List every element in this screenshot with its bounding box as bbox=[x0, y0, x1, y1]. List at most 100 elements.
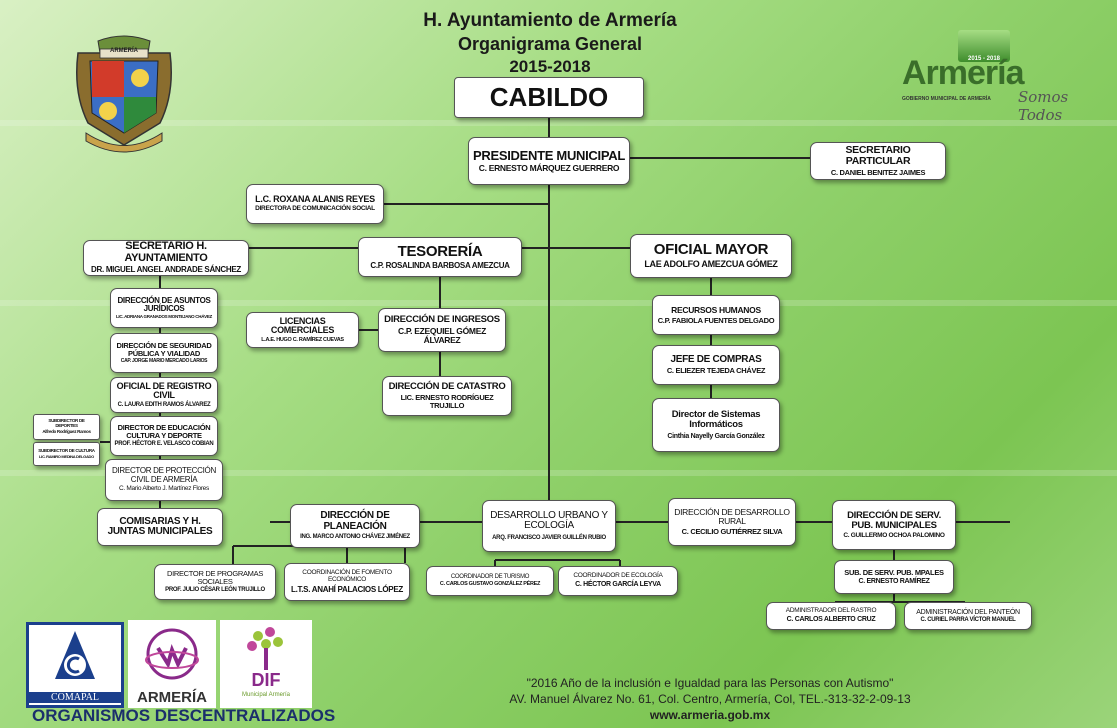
tesoreria-name: C.P. ROSALINDA BARBOSA AMEZCUA bbox=[370, 260, 510, 270]
comunicacion-name: L.C. ROXANA ALANIS REYES bbox=[255, 193, 375, 204]
desarrollo-urbano-name: ARQ. FRANCISCO JAVIER GUILLÉN RUBIO bbox=[492, 534, 606, 541]
bg-stripe bbox=[0, 470, 1117, 476]
oficial-mayor-title: OFICIAL MAYOR bbox=[653, 241, 769, 259]
sistemas-box: Director de Sistemas Informáticos Cinthi… bbox=[652, 398, 780, 452]
ingresos-name: C.P. EZEQUIEL GÓMEZ ÁLVAREZ bbox=[398, 326, 486, 345]
water-drop-icon bbox=[55, 631, 95, 679]
turismo-box: COORDINADOR DE TURISMO C. CARLOS GUSTAVO… bbox=[426, 566, 554, 596]
header-title: H. Ayuntamiento de Armería bbox=[423, 10, 677, 31]
subdirector-deportes-title: SUBDIRECTOR DE DEPORTES bbox=[48, 418, 85, 429]
cabildo-box: CABILDO bbox=[454, 77, 644, 118]
sub-servicios-box: SUB. DE SERV. PUB. MPALES C. ERNESTO RAM… bbox=[834, 560, 954, 594]
catastro-name: LIC. ERNESTO RODRÍGUEZ TRUJILLO bbox=[400, 393, 494, 410]
footer-motto: "2016 Año de la inclusión e Igualdad par… bbox=[526, 676, 894, 690]
subdirector-cultura-box: SUBDIRECTOR DE CULTURA LIC. RAMIRO MEDIN… bbox=[33, 442, 100, 466]
comunicacion-box: L.C. ROXANA ALANIS REYES DIRECTORA DE CO… bbox=[246, 184, 384, 224]
presidente-box: PRESIDENTE MUNICIPAL C. ERNESTO MÁRQUEZ … bbox=[468, 137, 630, 185]
comisarias-box: COMISARIAS Y H. JUNTAS MUNICIPALES bbox=[97, 508, 223, 546]
oficial-mayor-box: OFICIAL MAYOR LAE ADOLFO AMEZCUA GÓMEZ bbox=[630, 234, 792, 278]
footer-address: AV. Manuel Álvarez No. 61, Col. Centro, … bbox=[509, 692, 911, 706]
armeria-logo: 2015 - 2018 Armería GOBIERNO MUNICIPAL D… bbox=[898, 20, 1098, 124]
secretario-ayuntamiento-name: DR. MIGUEL ANGEL ANDRADE SÁNCHEZ bbox=[91, 265, 241, 275]
oficial-mayor-name: LAE ADOLFO AMEZCUA GÓMEZ bbox=[644, 259, 778, 270]
desarrollo-rural-box: DIRECCIÓN DE DESARROLLO RURAL C. CECILIO… bbox=[668, 498, 796, 546]
desarrollo-rural-title: DIRECCIÓN DE DESARROLLO RURAL bbox=[674, 507, 790, 527]
catastro-box: DIRECCIÓN DE CATASTRO LIC. ERNESTO RODRÍ… bbox=[382, 376, 512, 416]
comapal-label: COMAPAL bbox=[29, 692, 121, 703]
organismos-label: ORGANISMOS DESCENTRALIZADOS bbox=[32, 706, 336, 725]
proteccion-civil-name: C. Mario Alberto J. Martínez Flores bbox=[119, 484, 209, 492]
educacion-name: PROF. HÉCTOR E. VELASCO COBIAN bbox=[114, 441, 214, 448]
recursos-humanos-box: RECURSOS HUMANOS C.P. FABIOLA FUENTES DE… bbox=[652, 295, 780, 335]
rastro-title: ADMINISTRADOR DEL RASTRO bbox=[785, 607, 877, 615]
comisarias-title: COMISARIAS Y H. JUNTAS MUNICIPALES bbox=[107, 515, 213, 537]
presidente-name: C. ERNESTO MÁRQUEZ GUERRERO bbox=[478, 163, 620, 174]
sub-servicios-title: SUB. DE SERV. PUB. MPALES bbox=[844, 567, 944, 577]
desarrollo-rural-name: C. CECILIO GUTIÉRREZ SILVA bbox=[681, 526, 783, 536]
fomento-economico-title: COORDINACIÓN DE FOMENTO ECONÓMICO bbox=[302, 568, 392, 583]
catastro-title: DIRECCIÓN DE CATASTRO bbox=[388, 381, 506, 393]
panteon-title: ADMINISTRACIÓN DEL PANTEÓN bbox=[916, 608, 1020, 616]
compras-box: JEFE DE COMPRAS C. ELIEZER TEJEDA CHÁVEZ bbox=[652, 345, 780, 385]
secretario-particular-box: SECRETARIO PARTICULAR C. DANIEL BENITEZ … bbox=[810, 142, 946, 180]
women-institute-icon bbox=[145, 628, 199, 680]
seguridad-title: DIRECCIÓN DE SEGURIDAD PÚBLICA Y VIALIDA… bbox=[116, 341, 212, 358]
tesoreria-box: TESORERÍA C.P. ROSALINDA BARBOSA AMEZCUA bbox=[358, 237, 522, 277]
sistemas-title: Director de Sistemas Informáticos bbox=[671, 408, 761, 430]
planeacion-name: ING. MARCO ANTONIO CHÁVEZ JIMÉNEZ bbox=[300, 534, 410, 541]
logo-badge: 2015 - 2018 bbox=[958, 30, 1010, 62]
rastro-box: ADMINISTRADOR DEL RASTRO C. CARLOS ALBER… bbox=[766, 602, 896, 630]
header-subtitle: Organigrama General bbox=[457, 34, 643, 54]
educacion-title: DIRECTOR DE EDUCACIÓN CULTURA Y DEPORTE bbox=[117, 423, 211, 441]
secretario-particular-name: C. DANIEL BENITEZ JAIMES bbox=[830, 168, 926, 178]
educacion-box: DIRECTOR DE EDUCACIÓN CULTURA Y DEPORTE … bbox=[110, 416, 218, 456]
planeacion-title: DIRECCIÓN DE PLANEACIÓN bbox=[320, 510, 390, 532]
tesoreria-title: TESORERÍA bbox=[397, 242, 483, 260]
proteccion-civil-title: DIRECTOR DE PROTECCIÓN CIVIL DE ARMERÍA bbox=[112, 466, 216, 484]
subdirector-deportes-name: Alfredo Rodríguez Ramos bbox=[42, 428, 91, 434]
compras-title: JEFE DE COMPRAS bbox=[670, 353, 762, 365]
registro-civil-name: C. LAURA EDITH RAMOS ÁLVAREZ bbox=[117, 401, 211, 408]
ecologia-name: C. HÉCTOR GARCÍA LEYVA bbox=[575, 581, 661, 589]
sistemas-name: Cinthia Nayelly García González bbox=[667, 432, 765, 440]
desarrollo-urbano-title: DESARROLLO URBANO Y ECOLOGÍA bbox=[490, 509, 608, 532]
subdirector-deportes-box: SUBDIRECTOR DE DEPORTES Alfredo Rodrígue… bbox=[33, 414, 100, 440]
ecologia-box: COORDINADOR DE ECOLOGÍA C. HÉCTOR GARCÍA… bbox=[558, 566, 678, 596]
programas-sociales-box: DIRECTOR DE PROGRAMAS SOCIALES PROF. JUL… bbox=[154, 564, 276, 600]
coat-of-arms-logo: ARMERÍA bbox=[68, 33, 180, 153]
subdirector-cultura-name: LIC. RAMIRO MEDINA DELGADO bbox=[39, 453, 94, 459]
seguridad-box: DIRECCIÓN DE SEGURIDAD PÚBLICA Y VIALIDA… bbox=[110, 333, 218, 373]
mujeres-label: ARMERÍA bbox=[137, 689, 207, 706]
footer-web: www.armeria.gob.mx bbox=[649, 708, 771, 722]
header-years: 2015-2018 bbox=[509, 57, 591, 76]
secretario-ayuntamiento-box: SECRETARIO H. AYUNTAMIENTO DR. MIGUEL AN… bbox=[83, 240, 249, 276]
servicios-publicos-box: DIRECCIÓN DE SERV. PUB. MUNICIPALES C. G… bbox=[832, 500, 956, 550]
panteon-name: C. CURIEL PARRA VÍCTOR MANUEL bbox=[920, 617, 1016, 624]
secretario-ayuntamiento-title: SECRETARIO H. AYUNTAMIENTO bbox=[124, 240, 208, 264]
proteccion-civil-box: DIRECTOR DE PROTECCIÓN CIVIL DE ARMERÍA … bbox=[105, 459, 223, 501]
compras-name: C. ELIEZER TEJEDA CHÁVEZ bbox=[666, 366, 766, 376]
subdirector-cultura-title: SUBDIRECTOR DE CULTURA bbox=[38, 448, 95, 454]
programas-sociales-name: PROF. JULIO CÉSAR LEÓN TRUJILLO bbox=[165, 587, 265, 594]
juridicos-box: DIRECCIÓN DE ASUNTOS JURÍDICOS LIC. ADRI… bbox=[110, 288, 218, 328]
dif-tree-icon bbox=[247, 627, 283, 670]
cabildo-title: CABILDO bbox=[489, 81, 609, 112]
dif-label: DIF bbox=[251, 670, 281, 690]
logo-sub: GOBIERNO MUNICIPAL DE ARMERÍA bbox=[902, 96, 991, 102]
sub-servicios-name: C. ERNESTO RAMÍREZ bbox=[858, 577, 930, 585]
fomento-economico-box: COORDINACIÓN DE FOMENTO ECONÓMICO L.T.S.… bbox=[284, 563, 410, 601]
programas-sociales-title: DIRECTOR DE PROGRAMAS SOCIALES bbox=[166, 569, 264, 587]
panteon-box: ADMINISTRACIÓN DEL PANTEÓN C. CURIEL PAR… bbox=[904, 602, 1032, 630]
logo-word: Armería bbox=[902, 54, 1025, 92]
servicios-publicos-name: C. GUILLERMO OCHOA PALOMINO bbox=[843, 531, 945, 539]
comapal-logo: COMAPAL bbox=[26, 622, 124, 708]
licencias-box: LICENCIAS COMERCIALES L.A.E. HUGO C. RAM… bbox=[246, 312, 359, 348]
desarrollo-urbano-box: DESARROLLO URBANO Y ECOLOGÍA ARQ. FRANCI… bbox=[482, 500, 616, 552]
registro-civil-box: OFICIAL DE REGISTRO CIVIL C. LAURA EDITH… bbox=[110, 377, 218, 413]
shield-icon bbox=[76, 35, 172, 153]
registro-civil-title: OFICIAL DE REGISTRO CIVIL bbox=[116, 380, 212, 401]
logo-slogan: Somos Todos bbox=[1018, 88, 1069, 124]
ingresos-title: DIRECCIÓN DE INGRESOS bbox=[384, 314, 500, 326]
recursos-humanos-name: C.P. FABIOLA FUENTES DELGADO bbox=[657, 315, 775, 325]
turismo-title: COORDINADOR DE TURISMO bbox=[450, 574, 530, 581]
